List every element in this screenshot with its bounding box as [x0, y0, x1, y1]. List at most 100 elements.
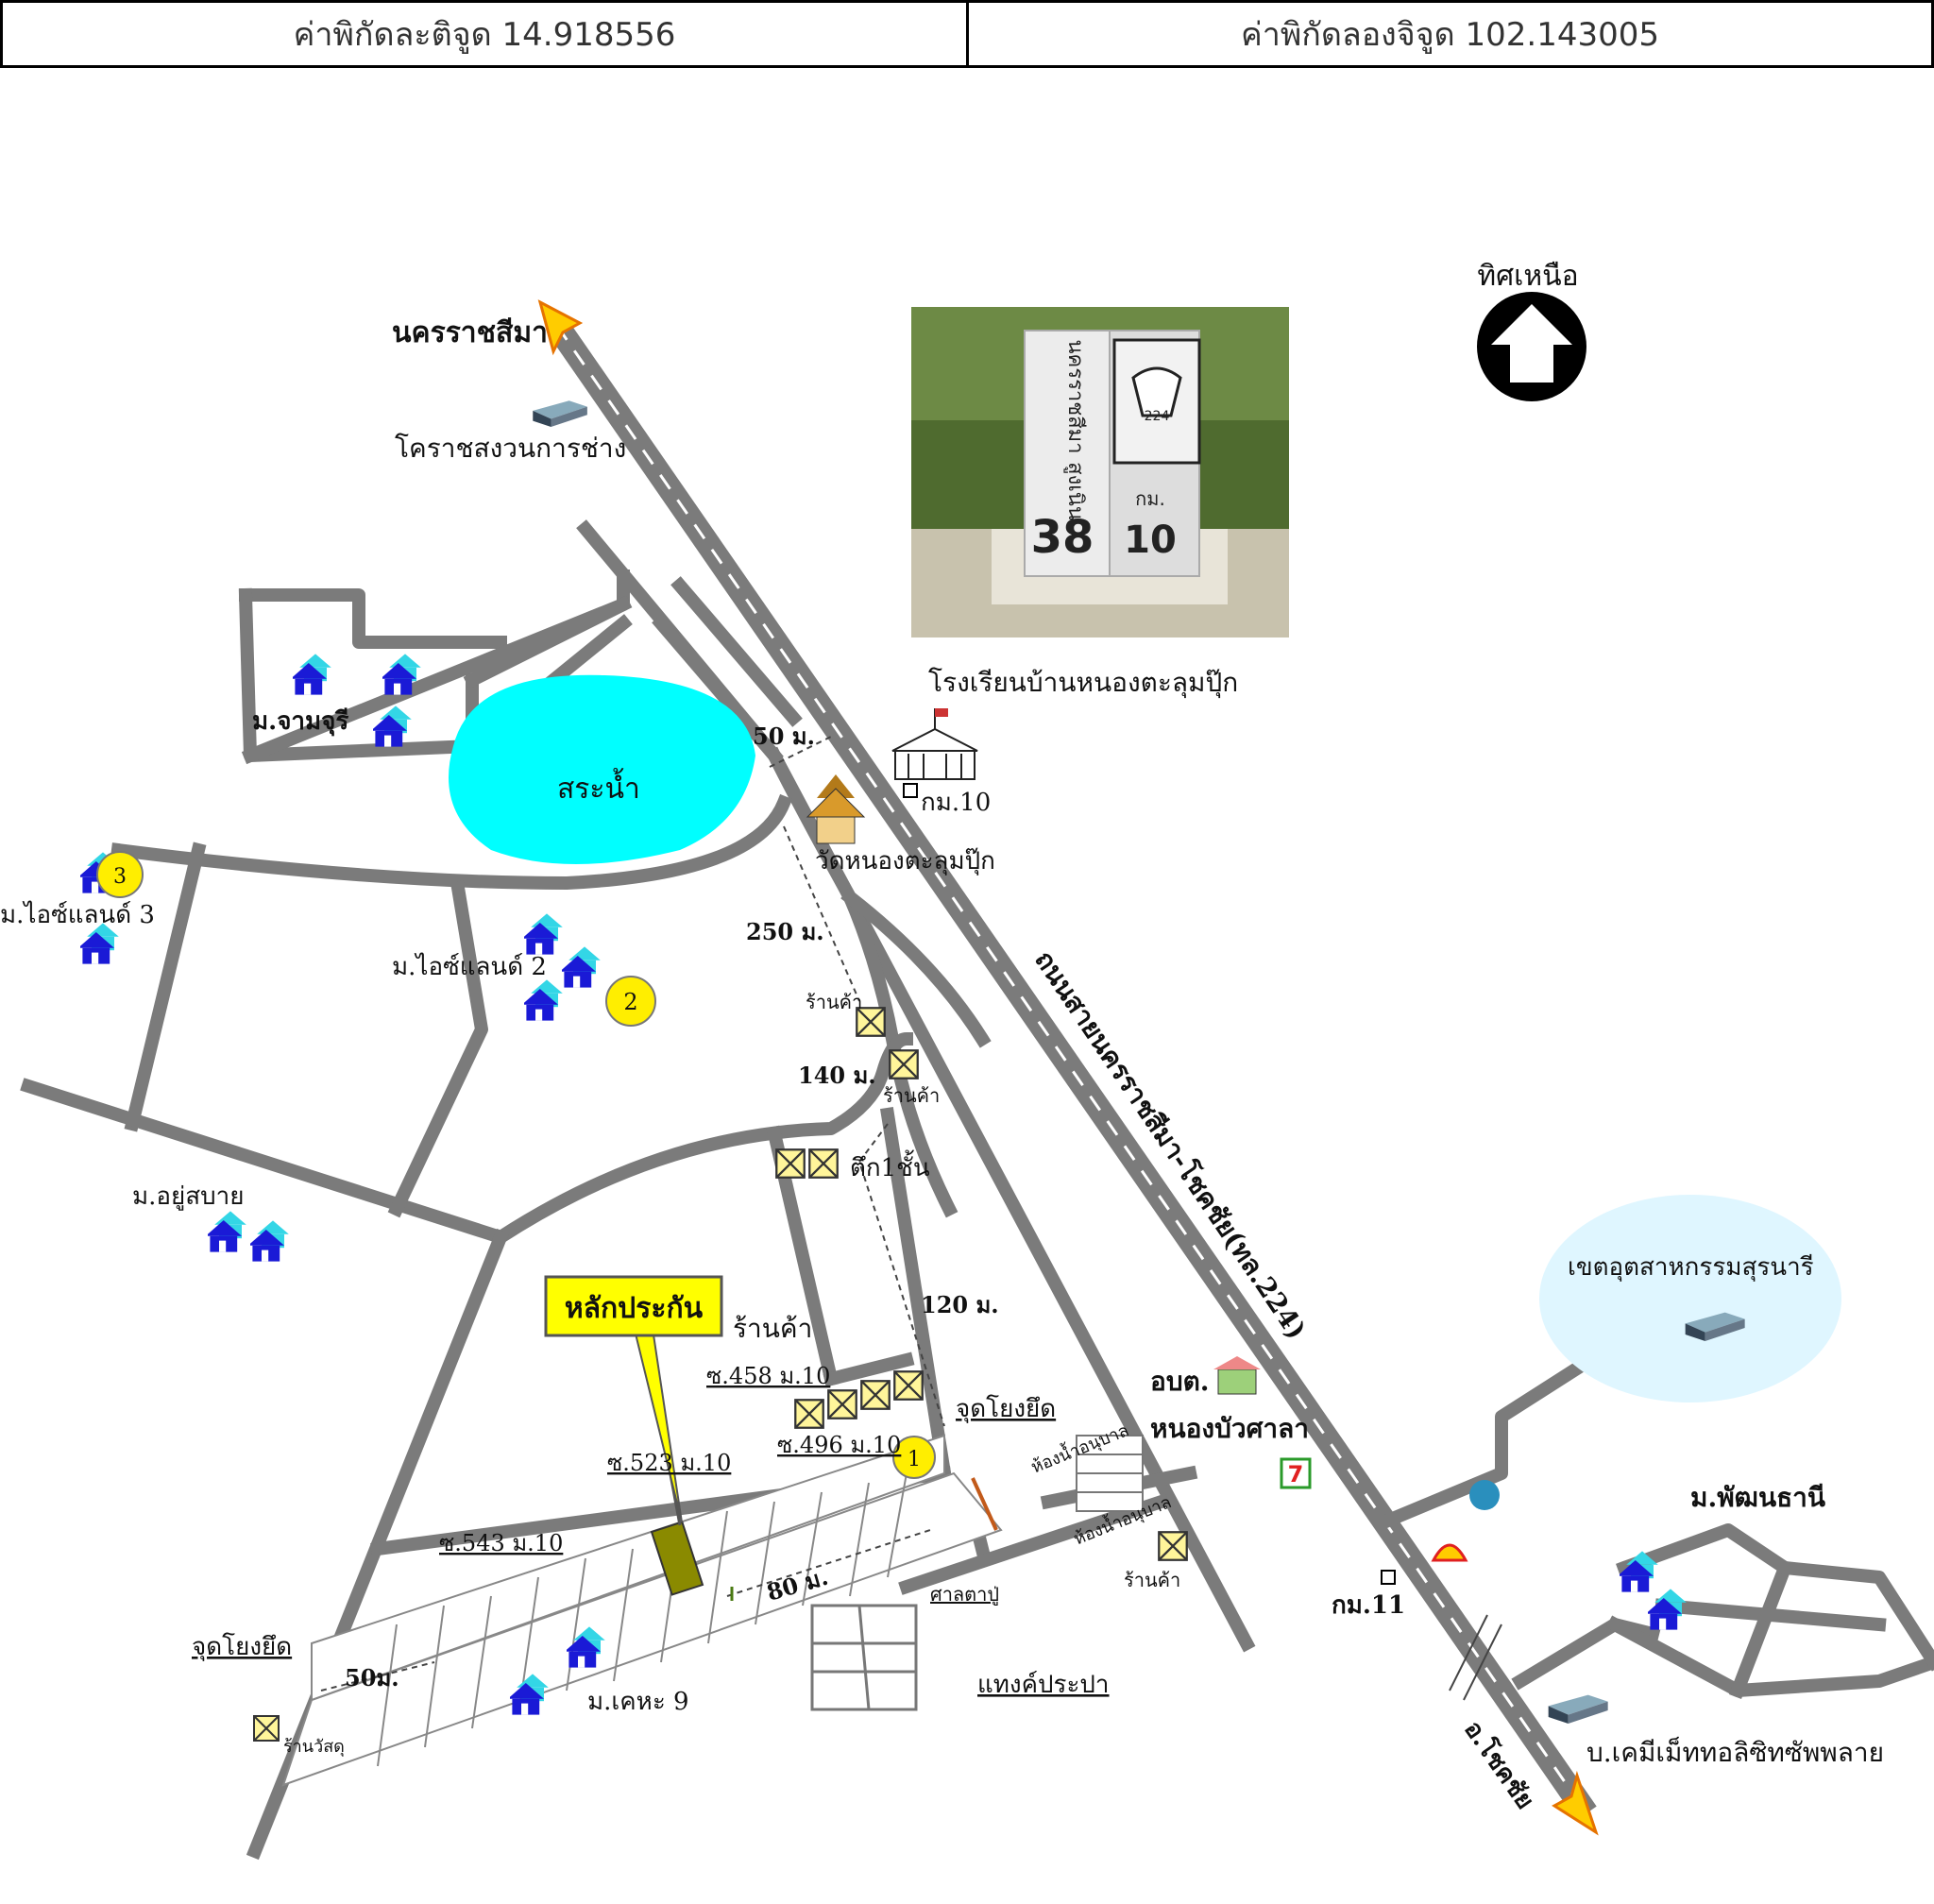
label-m-kheha9: ม.เคหะ 9	[587, 1688, 689, 1716]
label-chemical: บ.เคมีเม็ททอลิซิทซัพพลาย	[1586, 1736, 1884, 1768]
pond-label: สระน้ำ	[557, 768, 640, 806]
label-concrete: ร้านวัสดุ	[283, 1737, 345, 1757]
milestone-km-label: กม.	[1135, 487, 1165, 510]
label-shop-4: ร้านค้า	[1124, 1569, 1180, 1591]
label-nongbua: หนองบัวศาลา	[1150, 1413, 1309, 1444]
seven-eleven-icon: 7	[1280, 1457, 1312, 1489]
label-highway: ถนนสายนครราชสีมา-โชคชัย(ทล.224)	[1028, 944, 1313, 1345]
longitude-label: ค่าพิกัดลองจิจูด 102.143005	[1241, 16, 1659, 54]
government-office-icon	[1213, 1356, 1261, 1395]
label-soi-496: ซ.496 ม.10	[777, 1432, 901, 1458]
label-nakhon: นครราชสีมา	[392, 316, 548, 349]
milestone-emblem-text: 224	[1145, 409, 1170, 424]
label-shop-3: ร้านค้า	[733, 1313, 812, 1344]
label-korat-garden: โคราชสงวนการช่าง	[395, 433, 626, 464]
label-school: โรงเรียนบ้านหนองตะลุมปุ๊ก	[928, 667, 1238, 699]
label-distance-250: 250 ม.	[746, 918, 824, 945]
label-water-tank: แทงค์ประปา	[977, 1671, 1110, 1699]
house-icon	[293, 654, 331, 695]
house-icon	[373, 706, 412, 747]
industrial-zone	[1539, 1195, 1841, 1402]
marker-2: 2	[605, 976, 656, 1027]
industrial-label: เขตอุตสาหกรรมสุรนารี	[1568, 1253, 1814, 1282]
latitude-label: ค่าพิกัดละติจูด 14.918556	[293, 16, 676, 54]
label-distance-140: 140 ม.	[798, 1062, 876, 1089]
label-obt: อบต.	[1150, 1366, 1210, 1397]
label-temple: วัดหนองตะลุมปุ๊ก	[815, 847, 995, 876]
house-icon	[562, 946, 601, 988]
label-m-ichland2: ม.ไอซ์แลนด์ 2	[392, 952, 547, 981]
svg-text:3: 3	[113, 865, 127, 889]
label-distance-50b: 50ม.	[345, 1664, 399, 1692]
label-building-1: ตึก1ชั้น	[850, 1149, 930, 1182]
north-arrow-icon	[1477, 292, 1586, 401]
collateral-callout	[544, 1275, 723, 1337]
label-m-ichland3: ม.ไอซ์แลนด์ 3	[0, 900, 155, 929]
house-icon	[250, 1220, 289, 1262]
local-roads	[20, 519, 1934, 1861]
factory-icon	[1548, 1694, 1608, 1724]
label-km10: กม.10	[921, 789, 991, 817]
shop-icon	[860, 1380, 891, 1410]
label-m-jamjuree: ม.จามจุรี	[252, 707, 348, 737]
label-m-yoosabai: ม.อยู่สบาย	[132, 1182, 244, 1211]
pond	[449, 674, 755, 864]
km-marker-icons	[903, 783, 1396, 1585]
label-shop-1: ร้านค้า	[806, 991, 862, 1013]
north-label: ทิศเหนือ	[1477, 260, 1578, 293]
collateral-plot	[650, 1521, 704, 1596]
svg-text:1: 1	[908, 1448, 921, 1471]
label-shop-2: ร้านค้า	[883, 1084, 940, 1107]
highway	[547, 318, 1597, 1821]
distance-lines	[320, 736, 945, 1692]
longitude-box: ค่าพิกัดลองจิจูด 102.143005	[966, 0, 1934, 68]
north-end-arrow	[537, 299, 584, 356]
house-icon	[524, 979, 563, 1021]
label-soi-543: ซ.543 ม.10	[439, 1530, 563, 1556]
restroom-pads	[1076, 1435, 1144, 1512]
label-m-pattanathani: ม.พัฒนธานี	[1690, 1482, 1825, 1513]
school-icon	[891, 708, 978, 780]
label-distance-120: 120 ม.	[921, 1291, 999, 1318]
highway-break-marks	[1449, 1614, 1502, 1701]
label-distance-50: 50 ม.	[753, 722, 815, 750]
house-icon	[208, 1211, 246, 1252]
label-pole-2: จุดโยงยึด	[192, 1632, 292, 1661]
shop-icon	[775, 1148, 806, 1179]
svg-text:2: 2	[623, 989, 637, 1015]
label-sala: ศาลตาปู่	[930, 1583, 999, 1606]
label-pole-1: จุดโยงยึด	[956, 1394, 1056, 1423]
collateral-callout-arm	[631, 1321, 683, 1523]
shop-icon	[893, 1370, 924, 1401]
shop-icon	[808, 1148, 839, 1179]
label-soi-458: ซ.458 ม.10	[706, 1363, 830, 1389]
water-tank-area	[810, 1604, 918, 1711]
label-km11: กม.11	[1332, 1591, 1405, 1620]
marker-1: 1	[892, 1436, 936, 1479]
milestone-number-right: 10	[1124, 518, 1177, 562]
shop-icon	[253, 1715, 280, 1742]
milestone-middle-text: สูงเนิน	[1063, 462, 1087, 520]
milestone-number-left: 38	[1031, 511, 1094, 564]
house-icon	[524, 913, 563, 955]
shop-icon	[794, 1399, 824, 1429]
label-soi-523: ซ.523 ม.10	[607, 1450, 731, 1476]
shop-icon	[1158, 1531, 1188, 1561]
latitude-box: ค่าพิกัดละติจูด 14.918556	[0, 0, 969, 68]
svg-text:7: 7	[1288, 1461, 1304, 1488]
collateral-label: หลักประกัน	[565, 1292, 704, 1325]
plot-edge	[971, 1477, 998, 1531]
south-end-arrow	[1552, 1770, 1599, 1836]
land-plots	[281, 1434, 1003, 1787]
factory-icon	[533, 400, 587, 427]
milestone-top-text: นครราชสีมา	[1063, 340, 1087, 454]
milestone-photo: 224 นครราชสีมา สูงเนิน 38 กม. 10	[911, 307, 1289, 638]
temple-icon	[806, 774, 866, 844]
plot-dividers	[377, 1472, 908, 1767]
shell-icon	[1431, 1543, 1468, 1562]
house-icon	[1648, 1589, 1687, 1630]
gas-station-icon	[1469, 1480, 1500, 1510]
shop-icon	[889, 1049, 919, 1080]
shop-icon	[827, 1389, 857, 1420]
